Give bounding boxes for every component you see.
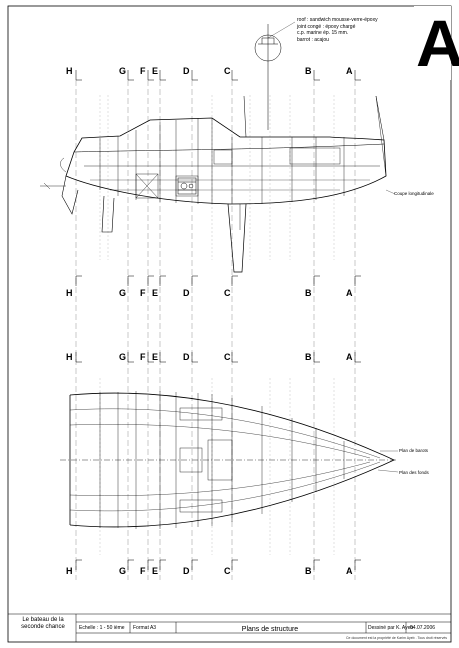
- section-letter-b: B: [305, 352, 312, 362]
- section-letter-g: G: [119, 352, 127, 362]
- section-letter-d: D: [183, 352, 190, 362]
- section-letter-a: A: [346, 288, 353, 298]
- sheet-letter-tab: [414, 6, 451, 80]
- section-letter-a: A: [346, 352, 353, 362]
- note-cp: c.p. marine ép. 15 mm.: [297, 30, 349, 37]
- section-letter-g: G: [119, 288, 127, 298]
- note-joint: joint congé : époxy chargé: [297, 23, 356, 30]
- callout-plan-barots: Plan de barots: [399, 448, 429, 453]
- section-letter-c: C: [224, 288, 231, 298]
- section-letter-h: H: [66, 66, 73, 76]
- drawn-by: Dessiné par K. Ayeb: [368, 625, 414, 631]
- section-letter-b: B: [305, 566, 312, 576]
- engine: [177, 177, 197, 195]
- section-letter-f: F: [140, 288, 146, 298]
- sheet-title: Plans de structure: [241, 626, 299, 633]
- profile-bulkheads: [99, 118, 345, 204]
- section-letter-c: C: [224, 352, 231, 362]
- longitudinal-leader: [385, 189, 396, 195]
- section-letter-e: E: [152, 288, 159, 298]
- sheet-letter: A: [416, 6, 459, 80]
- project-name-line2: seconde chance: [21, 624, 65, 630]
- callout-plan-fonds: Plan des fonds: [399, 470, 429, 475]
- section-letter-h: H: [66, 352, 73, 362]
- section-letter-g: G: [119, 66, 127, 76]
- profile-hull: [61, 95, 387, 273]
- section-letter-g: G: [119, 566, 127, 576]
- stern-fitting: [40, 157, 67, 190]
- fonds-leader: [377, 469, 399, 473]
- sheet-border: [7, 5, 452, 643]
- section-letter-a: A: [346, 66, 353, 76]
- section-hooks: [75, 70, 361, 570]
- section-letter-b: B: [305, 66, 312, 76]
- section-letter-e: E: [152, 566, 159, 576]
- copyright-notice: Ce document est la propriété de Karim Ay…: [346, 636, 448, 640]
- drawing-date: 04.07.2006: [410, 625, 436, 631]
- note-roof: roof : sandwich mousse-verre-époxy: [297, 17, 378, 23]
- project-name-line1: Le bateau de la: [22, 617, 64, 623]
- section-letter-c: C: [224, 566, 231, 576]
- section-letter-c: C: [224, 66, 231, 76]
- section-letter-f: F: [140, 66, 146, 76]
- callout-coupe-longitudinale: Coupe longitudinale: [394, 191, 434, 196]
- section-letter-f: F: [140, 566, 146, 576]
- section-letter-e: E: [152, 66, 159, 76]
- plan-hull: [60, 392, 398, 528]
- section-letter-e: E: [152, 352, 159, 362]
- note-barrot: barrot : acajou: [297, 36, 329, 43]
- roof-notes: roof : sandwich mousse-verre-époxy joint…: [297, 17, 378, 43]
- section-letter-a: A: [346, 566, 353, 576]
- section-letter-f: F: [140, 352, 146, 362]
- project-name: Le bateau de la seconde chance: [14, 617, 72, 631]
- section-letter-d: D: [183, 566, 190, 576]
- title-block-grid: [8, 613, 451, 642]
- section-letter-d: D: [183, 288, 190, 298]
- section-letter-h: H: [66, 566, 73, 576]
- plan-floors: [99, 391, 345, 529]
- section-letter-b: B: [305, 288, 312, 298]
- roof-section-detail: [254, 21, 296, 130]
- section-letter-h: H: [66, 288, 73, 298]
- format-label: Format A3: [133, 625, 157, 631]
- scale-label: Echelle : 1 - 50 ième: [79, 625, 125, 631]
- section-letter-d: D: [183, 66, 190, 76]
